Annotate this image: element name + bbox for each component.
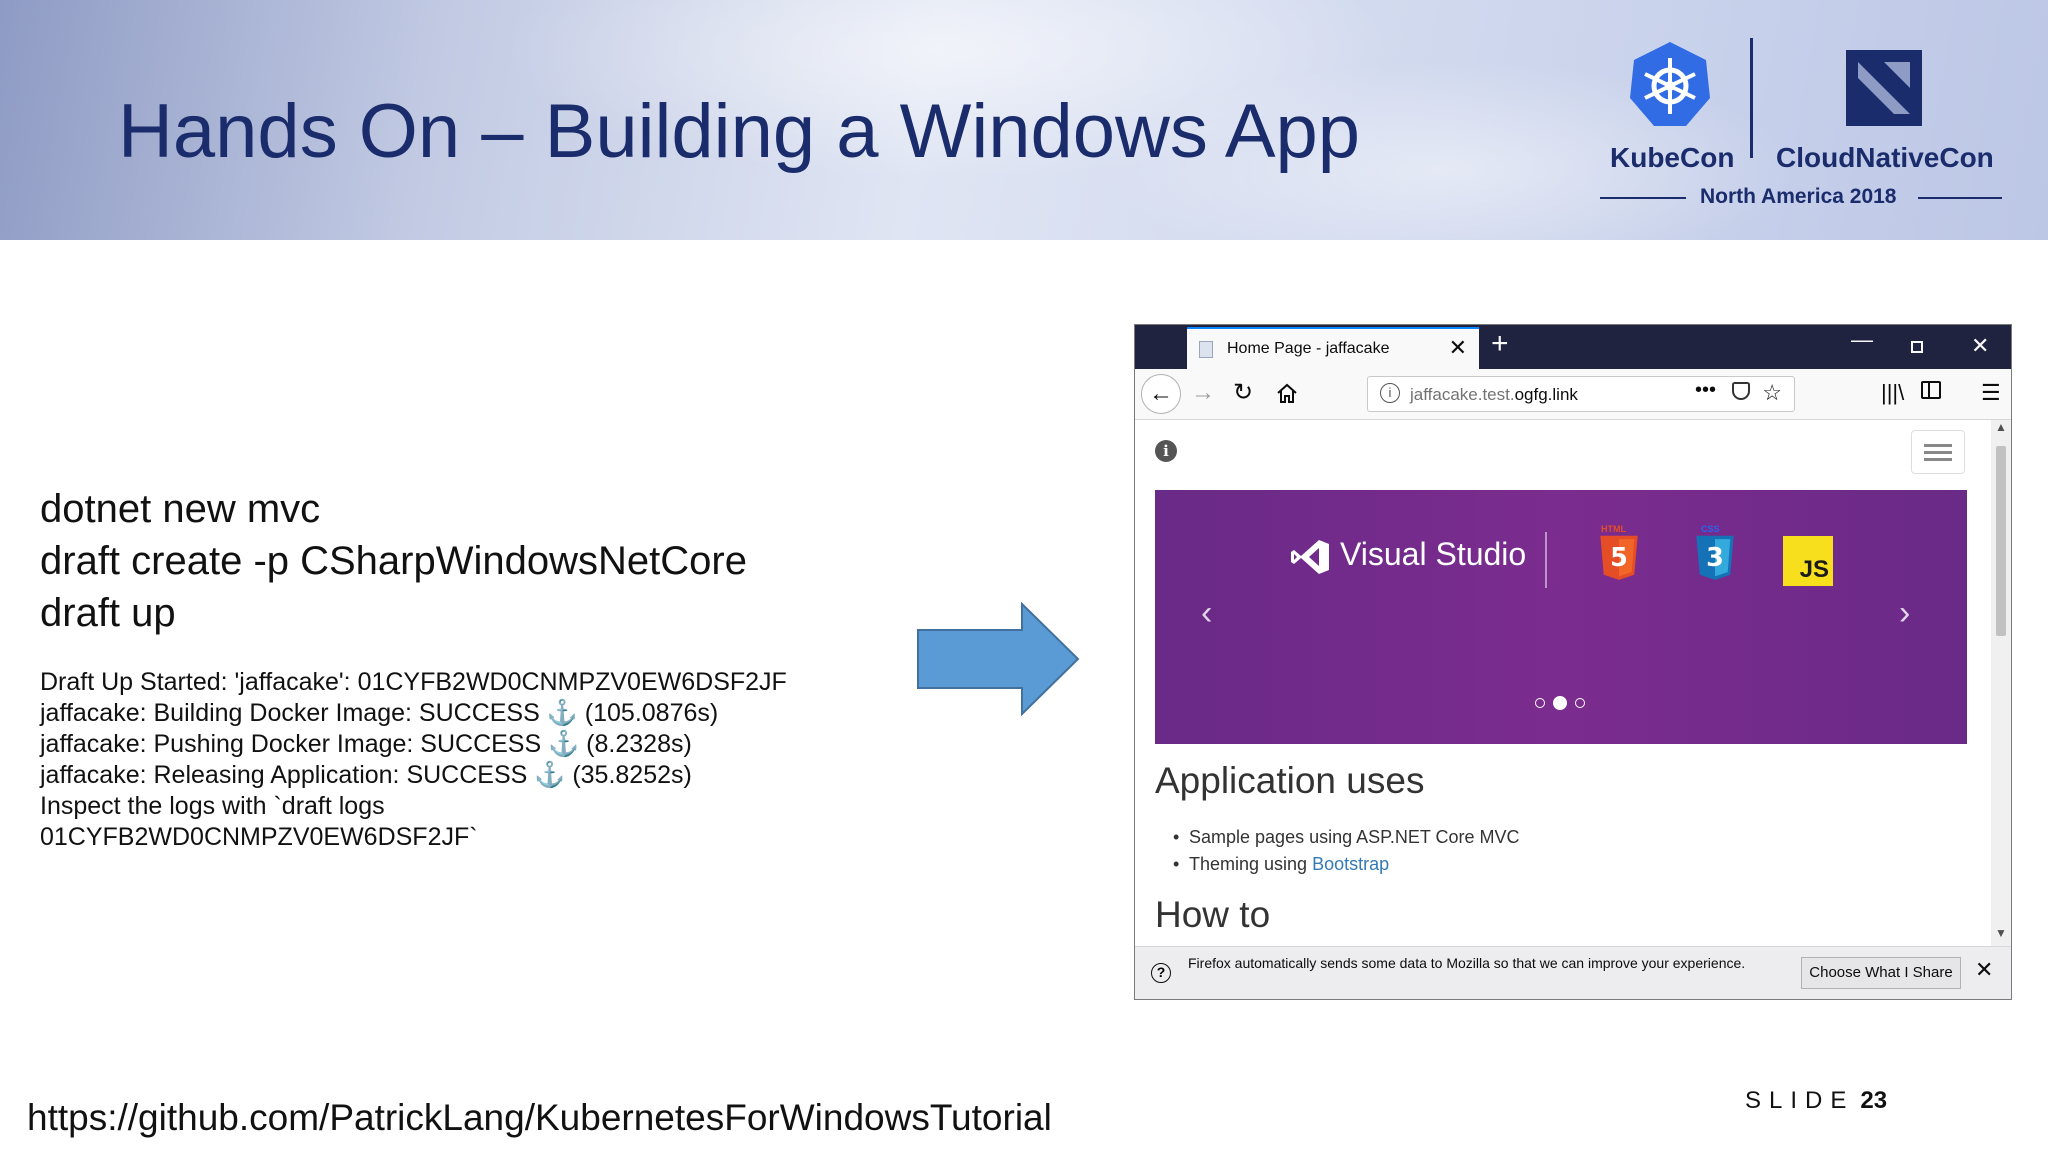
close-window-button[interactable]: ✕ — [1971, 333, 1990, 358]
library-icon[interactable]: |||\ — [1881, 380, 1905, 405]
bootstrap-link[interactable]: Bootstrap — [1312, 854, 1390, 874]
page-content: i Visual Studio HTML 5 CSS 3 JS ‹ — [1135, 420, 1991, 946]
tab-title: Home Page - jaffacake — [1227, 340, 1390, 357]
list-item: Sample pages using ASP.NET Core MVC — [1173, 824, 1519, 851]
slide-header: Hands On – Building a Windows App KubeCo… — [0, 0, 2048, 240]
bookmark-star-icon[interactable]: ☆ — [1762, 380, 1782, 405]
scroll-up-arrow-icon[interactable]: ▲ — [1995, 420, 2007, 434]
carousel-indicator[interactable] — [1575, 698, 1585, 708]
javascript-icon: JS — [1783, 536, 1833, 586]
slide-title: Hands On – Building a Windows App — [118, 89, 1361, 174]
command-block: dotnet new mvc draft create -p CSharpWin… — [40, 483, 747, 639]
navigation-toolbar: ← → ↻ i jaffacake.test.ogfg.link ••• ☆ |… — [1135, 369, 2011, 420]
page-favicon-icon — [1199, 341, 1213, 358]
list-item: Theming using Bootstrap — [1173, 851, 1520, 878]
visual-studio-logo-icon — [1291, 540, 1329, 574]
output-line: 01CYFB2WD0CNMPZV0EW6DSF2JF` — [40, 823, 478, 851]
output-line: jaffacake: Building Docker Image: SUCCES… — [40, 699, 719, 727]
repository-link[interactable]: https://github.com/PatrickLang/Kubernete… — [27, 1097, 1052, 1138]
maximize-icon — [1911, 341, 1923, 353]
maximize-button[interactable] — [1911, 333, 1923, 359]
site-info-icon[interactable]: i — [1380, 383, 1400, 403]
carousel-indicator[interactable] — [1535, 698, 1545, 708]
question-icon: ? — [1151, 963, 1171, 983]
section-heading: How to — [1155, 894, 1271, 935]
browser-window: Home Page - jaffacake ✕ + — ✕ ← → ↻ i ja… — [1134, 324, 2012, 1000]
divider-line — [1918, 197, 2002, 199]
minimize-button[interactable]: — — [1851, 327, 1873, 352]
carousel-indicator-active[interactable] — [1553, 696, 1567, 710]
hamburger-menu-icon[interactable]: ☰ — [1981, 380, 2001, 405]
kubernetes-wheel-icon — [1630, 42, 1710, 126]
divider — [1545, 532, 1547, 588]
svg-text:3: 3 — [1706, 543, 1724, 573]
right-arrow-icon — [917, 602, 1080, 716]
cncf-icon — [1846, 50, 1922, 126]
output-line: Draft Up Started: 'jaffacake': 01CYFB2WD… — [40, 668, 787, 696]
notification-message: Firefox automatically sends some data to… — [1188, 955, 1746, 971]
choose-what-i-share-button[interactable]: Choose What I Share — [1801, 957, 1961, 989]
command-line: draft create -p CSharpWindowsNetCore — [40, 539, 747, 583]
page-actions-icon[interactable]: ••• — [1694, 379, 1716, 401]
reload-button[interactable]: ↻ — [1233, 379, 1254, 406]
carousel-prev-button[interactable]: ‹ — [1201, 594, 1213, 632]
command-line: dotnet new mvc — [40, 487, 321, 531]
html5-icon: 5 — [1600, 535, 1638, 580]
pocket-icon[interactable] — [1732, 382, 1750, 400]
kubecon-label: KubeCon — [1610, 142, 1735, 173]
css3-icon: 3 — [1696, 535, 1734, 580]
close-notification-icon[interactable]: ✕ — [1975, 957, 1994, 982]
divider-line — [1600, 197, 1686, 199]
back-button[interactable]: ← — [1141, 374, 1181, 414]
css-badge-label: CSS — [1701, 524, 1720, 534]
output-line: jaffacake: Releasing Application: SUCCES… — [40, 761, 692, 789]
carousel-next-button[interactable]: › — [1899, 594, 1911, 632]
close-tab-icon[interactable]: ✕ — [1448, 335, 1467, 360]
navbar-toggle-button[interactable] — [1911, 430, 1965, 474]
cloudnativecon-label: CloudNativeCon — [1776, 142, 1994, 173]
html-badge-label: HTML — [1601, 524, 1626, 534]
forward-button[interactable]: → — [1191, 379, 1215, 406]
uses-list: Sample pages using ASP.NET Core MVC Them… — [1173, 824, 1520, 878]
tab-home-page[interactable]: Home Page - jaffacake ✕ — [1187, 327, 1479, 369]
new-tab-button[interactable]: + — [1491, 327, 1509, 360]
home-button[interactable] — [1275, 382, 1299, 406]
section-heading: Application uses — [1155, 760, 1425, 801]
conference-logo: KubeCon CloudNativeCon North America 201… — [1590, 30, 2010, 220]
svg-text:5: 5 — [1610, 543, 1628, 573]
output-line: Inspect the logs with `draft logs — [40, 792, 385, 820]
sidebar-toggle-icon[interactable] — [1921, 381, 1941, 399]
info-icon: i — [1155, 440, 1177, 462]
visual-studio-label: Visual Studio — [1340, 536, 1527, 572]
output-line: jaffacake: Pushing Docker Image: SUCCESS… — [40, 730, 692, 758]
vertical-scrollbar[interactable]: ▲ ▼ — [1991, 420, 2011, 946]
scrollbar-thumb[interactable] — [1996, 446, 2006, 636]
url-text: jaffacake.test.ogfg.link — [1410, 385, 1578, 404]
carousel: Visual Studio HTML 5 CSS 3 JS ‹ › — [1155, 490, 1967, 744]
tab-bar: Home Page - jaffacake ✕ + — ✕ — [1135, 325, 2011, 369]
event-location-label: North America 2018 — [1700, 185, 1897, 208]
logo-divider — [1750, 38, 1753, 158]
address-bar[interactable]: i jaffacake.test.ogfg.link ••• ☆ — [1367, 376, 1795, 412]
scroll-down-arrow-icon[interactable]: ▼ — [1995, 926, 2007, 940]
command-line: draft up — [40, 591, 176, 635]
draft-output: Draft Up Started: 'jaffacake': 01CYFB2WD… — [40, 667, 787, 853]
telemetry-notification-bar: ? Firefox automatically sends some data … — [1135, 946, 2011, 999]
